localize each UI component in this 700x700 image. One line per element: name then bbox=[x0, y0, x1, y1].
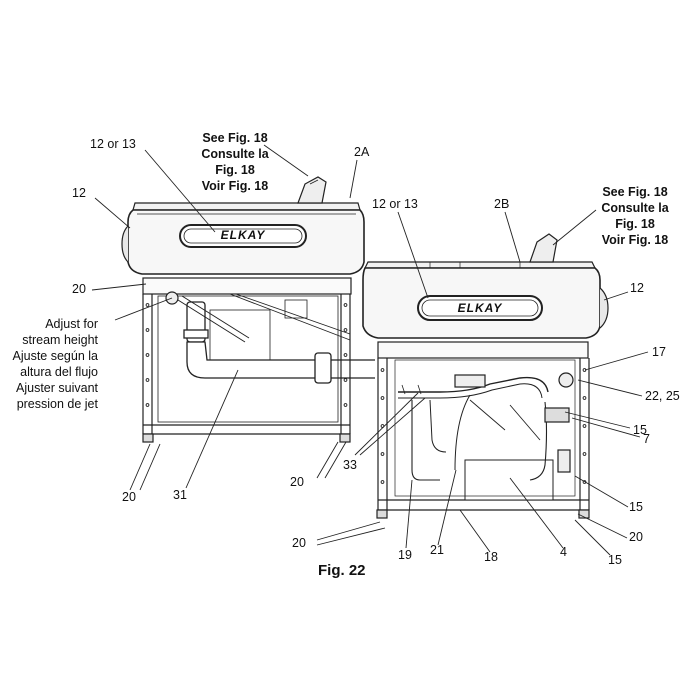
right-chiller-box bbox=[464, 459, 554, 501]
right-frame-top-rail bbox=[377, 341, 589, 359]
callout-12-right: 12 bbox=[630, 281, 644, 295]
right-bowl-top bbox=[364, 261, 596, 269]
callout-20-left-bottom: 20 bbox=[122, 490, 136, 504]
callout-20-right: 20 bbox=[629, 530, 643, 544]
note-line: Fig. 18 bbox=[615, 217, 655, 231]
note-line: See Fig. 18 bbox=[602, 185, 668, 199]
note-line: Voir Fig. 18 bbox=[201, 179, 269, 193]
left-frame-right-post bbox=[340, 294, 351, 434]
callout-12-left: 12 bbox=[72, 186, 86, 200]
left-frame-top-rail bbox=[142, 277, 352, 295]
callout-20-center: 20 bbox=[290, 475, 304, 489]
right-back-panel bbox=[394, 359, 576, 497]
callout-2b: 2B bbox=[494, 197, 510, 211]
callout-15-b: 15 bbox=[629, 500, 643, 514]
right-bubbler bbox=[529, 233, 558, 263]
left-logo-badge bbox=[179, 224, 307, 248]
note-line: See Fig. 18 bbox=[202, 131, 268, 145]
callout-12-or-13-right: 12 or 13 bbox=[372, 197, 418, 211]
left-side-cap bbox=[121, 225, 129, 263]
right-fountain-unit bbox=[362, 233, 609, 519]
right-drain-line bbox=[411, 400, 440, 481]
right-logo-text: ELKAY bbox=[457, 301, 503, 315]
callout-22-25: 22, 25 bbox=[645, 389, 680, 403]
right-frame-left-post bbox=[377, 358, 388, 510]
note-line: Consulte la bbox=[601, 201, 669, 215]
leader-lines bbox=[91, 144, 649, 556]
left-fountain-unit bbox=[121, 176, 375, 443]
note-line: pression de jet bbox=[16, 397, 98, 411]
callout-17: 17 bbox=[652, 345, 666, 359]
callout-15-a: 15 bbox=[633, 423, 647, 437]
callout-20-bottom: 20 bbox=[292, 536, 306, 550]
left-bubbler bbox=[297, 176, 327, 204]
left-bowl-top bbox=[132, 202, 361, 211]
note-line: Fig. 18 bbox=[215, 163, 255, 177]
left-back-plate bbox=[157, 295, 339, 423]
callout-2a: 2A bbox=[354, 145, 370, 159]
note-line: altura del flujo bbox=[20, 365, 98, 379]
callout-4: 4 bbox=[560, 545, 567, 559]
callout-15-c: 15 bbox=[608, 553, 622, 567]
note-line: Ajuste según la bbox=[12, 349, 98, 363]
callout-33: 33 bbox=[343, 458, 357, 472]
callout-7: 7 bbox=[643, 432, 650, 446]
note-line: stream height bbox=[22, 333, 98, 347]
note-line: Ajuster suivant bbox=[16, 381, 98, 395]
left-logo-text: ELKAY bbox=[220, 228, 266, 242]
callout-18: 18 bbox=[484, 550, 498, 564]
figure-caption: Fig. 22 bbox=[318, 562, 366, 579]
note-line: Consulte la bbox=[201, 147, 269, 161]
right-solenoid-valve bbox=[544, 407, 570, 423]
right-side-cap bbox=[599, 287, 609, 329]
right-water-line bbox=[398, 376, 549, 393]
left-supply-tube bbox=[177, 295, 250, 343]
right-logo-badge bbox=[417, 295, 543, 321]
note-line: Voir Fig. 18 bbox=[601, 233, 669, 247]
callout-31: 31 bbox=[173, 488, 187, 502]
callout-20-left-top: 20 bbox=[72, 282, 86, 296]
callout-19: 19 bbox=[398, 548, 412, 562]
callout-12-or-13-left: 12 or 13 bbox=[90, 137, 136, 151]
note-line: Adjust for bbox=[45, 317, 98, 331]
left-p-trap bbox=[183, 301, 375, 384]
left-frame-left-post bbox=[142, 294, 153, 434]
callout-21: 21 bbox=[430, 543, 444, 557]
